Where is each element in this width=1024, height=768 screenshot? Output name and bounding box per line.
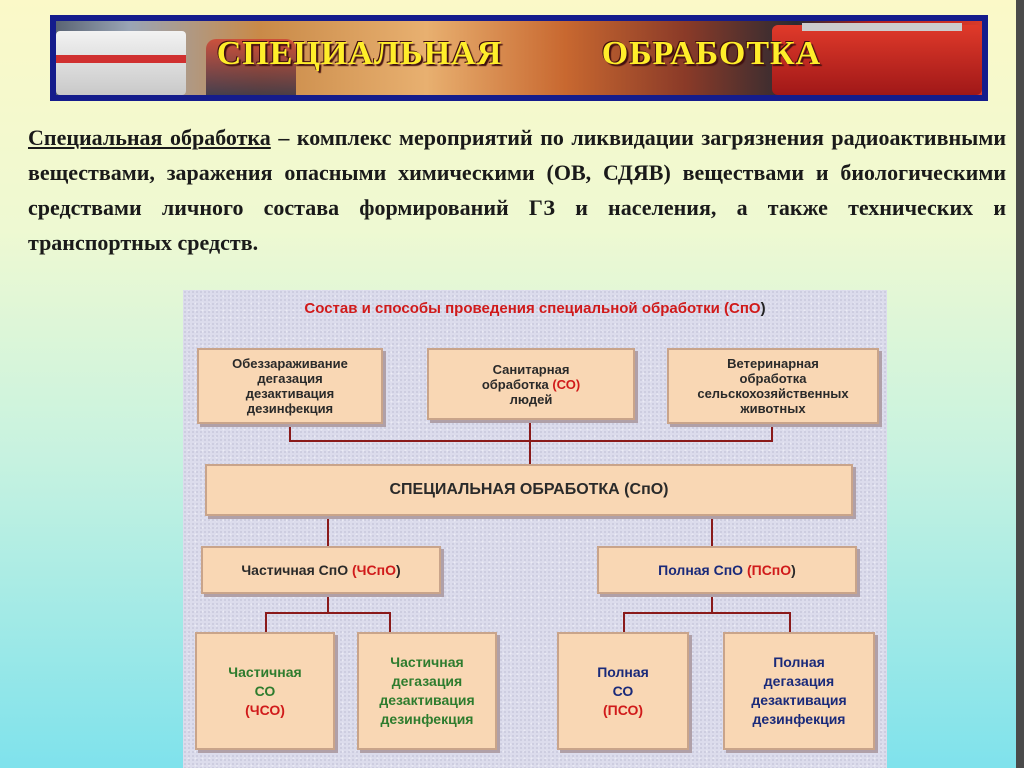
box-line-text: обработка [481,376,553,392]
partial-spo-label: Частичная СпО (ЧСпО) [241,562,400,578]
box-line: дегазация [391,673,463,689]
diagram-title-text: Состав и способы проведения специальной … [304,300,761,317]
box-line: дегазация [763,673,835,689]
rescuers-photo [206,39,296,95]
box-line: Санитарная [492,361,570,377]
diagram-title-paren: ) [760,300,766,317]
box-line: дезинфекция [246,401,334,416]
box-line: Полная [597,663,649,680]
box-line: обработка [739,371,807,386]
diagram-title: Состав и способы проведения специальной … [183,300,887,317]
connector [265,612,391,614]
box-line: животных [740,401,806,416]
firetruck-ladder-photo [802,23,962,31]
partial-spo-text: Частичная СпО [241,562,352,578]
full-spo-abbr: (ПСпО [746,562,792,578]
box-line: дегазация [257,371,323,386]
connector [771,422,773,442]
definition-term: Специальная обработка [28,125,271,150]
box-line: сельскохозяйственных [697,386,849,401]
connector [529,418,531,442]
sanitary-treatment-box: Санитарная обработка (СО) людей [427,348,635,420]
connector [529,440,531,464]
partial-spo-abbr: (ЧСпО [352,562,396,578]
full-spo-label: Полная СпО (ПСпО) [658,562,796,578]
box-line: (ПСО) [602,701,644,718]
ambulance-photo [56,31,186,95]
box-line: обработка (СО) [482,377,580,392]
spo-diagram: Состав и способы проведения специальной … [183,290,887,768]
box-line: дезактивация [379,692,475,708]
connector [711,594,713,614]
partial-spo-paren: ) [395,562,401,578]
connector [389,612,391,632]
title-banner: СПЕЦИАЛЬНАЯ ОБРАБОТКА [50,15,988,101]
box-line: Частичная [228,663,302,680]
connector [789,612,791,632]
definition-text: – комплекс мероприятий по ликвидации заг… [28,125,1006,255]
box-line: дезинфекция [380,711,474,727]
box-line: Частичная [390,654,464,670]
box-line: дезактивация [245,386,335,401]
full-spo-text: Полная СпО [658,562,747,578]
veterinary-treatment-box: Ветеринарная обработка сельскохозяйствен… [667,348,879,424]
special-treatment-box: СПЕЦИАЛЬНАЯ ОБРАБОТКА (СпО) [205,464,853,516]
connector [327,516,329,546]
full-spo-box: Полная СпО (ПСпО) [597,546,857,594]
banner-title: СПЕЦИАЛЬНАЯ ОБРАБОТКА [216,35,822,72]
connector [265,612,267,632]
box-line: Обеззараживание [232,356,348,371]
banner-photo-collage: СПЕЦИАЛЬНАЯ ОБРАБОТКА [56,21,982,95]
partial-so-box: Частичная СО (ЧСО) [195,632,335,750]
box-line: Ветеринарная [727,356,819,371]
firetruck-photo [772,25,982,95]
slide-edge [1016,0,1024,768]
connector [289,422,291,442]
connector [711,516,713,546]
decontamination-box: Обеззараживание дегазация дезактивация д… [197,348,383,424]
connector [327,594,329,614]
box-line: дезинфекция [752,711,846,727]
partial-spo-box: Частичная СпО (ЧСпО) [201,546,441,594]
partial-decontamination-box: Частичная дегазация дезактивация дезинфе… [357,632,497,750]
box-line: людей [509,391,553,407]
full-spo-paren: ) [791,562,796,578]
full-decontamination-box: Полная дегазация дезактивация дезинфекци… [723,632,875,750]
connector [289,440,773,442]
connector [623,612,625,632]
definition-paragraph: Специальная обработка – комплекс меропри… [28,120,1006,260]
box-line: дезактивация [751,692,847,708]
center-box-label: СПЕЦИАЛЬНАЯ ОБРАБОТКА (СпО) [389,481,669,498]
box-line: (ЧСО) [245,701,285,718]
full-so-box: Полная СО (ПСО) [557,632,689,750]
box-line-abbr: (СО) [552,376,581,392]
connector [623,612,791,614]
box-line: СО [612,682,634,699]
box-line: Полная [773,654,825,670]
box-line: СО [254,682,276,699]
